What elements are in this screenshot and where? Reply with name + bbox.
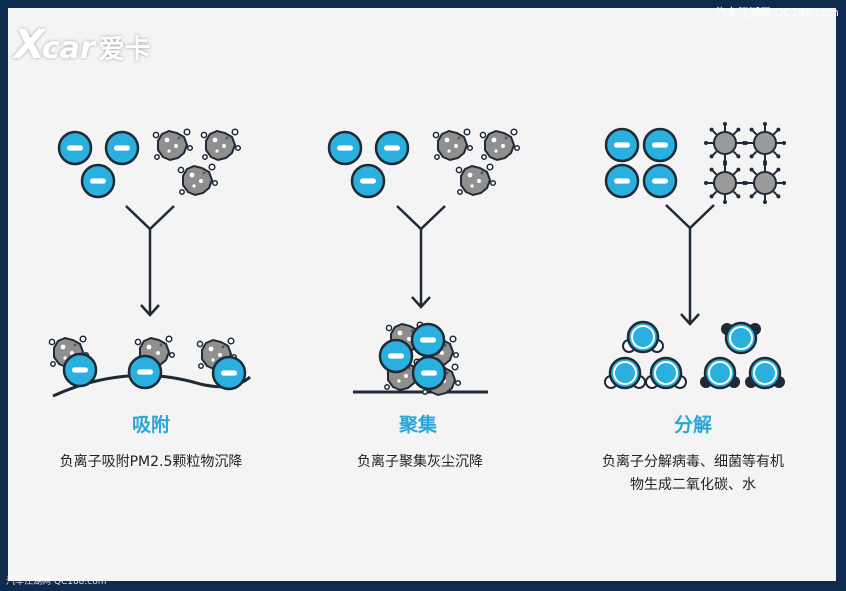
particle-icon bbox=[200, 128, 242, 161]
virus-icon bbox=[743, 121, 787, 165]
particle-icon bbox=[152, 128, 194, 161]
negative-ion-icon bbox=[62, 352, 98, 388]
negative-ion-icon bbox=[327, 130, 363, 166]
decomposed-ion-icon bbox=[644, 356, 688, 390]
particle-icon bbox=[177, 163, 219, 196]
decomposed-ion-icon bbox=[603, 356, 647, 390]
negative-ion-icon bbox=[410, 322, 446, 358]
panel-aggregation bbox=[327, 128, 521, 396]
decomposed-ion-icon bbox=[719, 321, 763, 355]
negative-ion-icon bbox=[57, 130, 93, 166]
negative-ion-icon bbox=[374, 130, 410, 166]
negative-ion-icon bbox=[378, 338, 414, 374]
negative-ion-icon bbox=[604, 127, 640, 163]
decomposed-ion-icon bbox=[743, 356, 787, 390]
negative-ion-icon bbox=[211, 355, 247, 391]
particle-icon bbox=[479, 128, 521, 161]
watermark-top: 汽车江湖网 QC188.com bbox=[716, 6, 839, 19]
decomposed-ion-icon bbox=[621, 320, 665, 354]
negative-ion-icon bbox=[127, 354, 163, 390]
negative-ion-icon bbox=[104, 130, 140, 166]
merge-arrow-icon bbox=[665, 204, 715, 326]
particle-icon bbox=[455, 163, 497, 196]
virus-icon bbox=[703, 161, 747, 205]
merge-arrow-icon bbox=[125, 205, 175, 317]
panel-decomposition bbox=[603, 121, 787, 390]
panel-title-aggregation: 聚集 bbox=[398, 414, 437, 436]
negative-ion-icon bbox=[80, 163, 116, 199]
logo-x: X bbox=[14, 22, 45, 68]
negative-ion-icon bbox=[604, 163, 640, 199]
watermark-bottom: 汽车江湖网 QC188.com bbox=[6, 577, 107, 587]
virus-icon bbox=[703, 121, 747, 165]
negative-ion-icon bbox=[411, 355, 447, 391]
panel-desc-decomposition-line1: 负离子分解病毒、细菌等有机 bbox=[602, 454, 784, 470]
panel-adsorption bbox=[48, 128, 252, 398]
panel-desc-decomposition-line2: 物生成二氧化碳、水 bbox=[630, 477, 756, 493]
merge-arrow-icon bbox=[396, 205, 446, 309]
panel-title-adsorption: 吸附 bbox=[131, 414, 170, 436]
logo-brand: car bbox=[41, 31, 95, 66]
decomposed-ion-icon bbox=[698, 356, 742, 390]
panel-desc-aggregation: 负离子聚集灰尘沉降 bbox=[357, 454, 483, 470]
xcar-logo: X car 爱卡 bbox=[14, 22, 151, 68]
panel-desc-adsorption: 负离子吸附PM2.5颗粒物沉降 bbox=[59, 454, 243, 470]
aggregated-cluster bbox=[378, 321, 462, 396]
virus-icon bbox=[743, 161, 787, 205]
negative-ion-icon bbox=[350, 163, 386, 199]
panel-title-decomposition: 分解 bbox=[673, 414, 712, 436]
negative-ion-icon bbox=[642, 127, 678, 163]
logo-chinese: 爱卡 bbox=[98, 35, 151, 65]
negative-ion-icon bbox=[642, 163, 678, 199]
particle-icon bbox=[432, 128, 474, 161]
